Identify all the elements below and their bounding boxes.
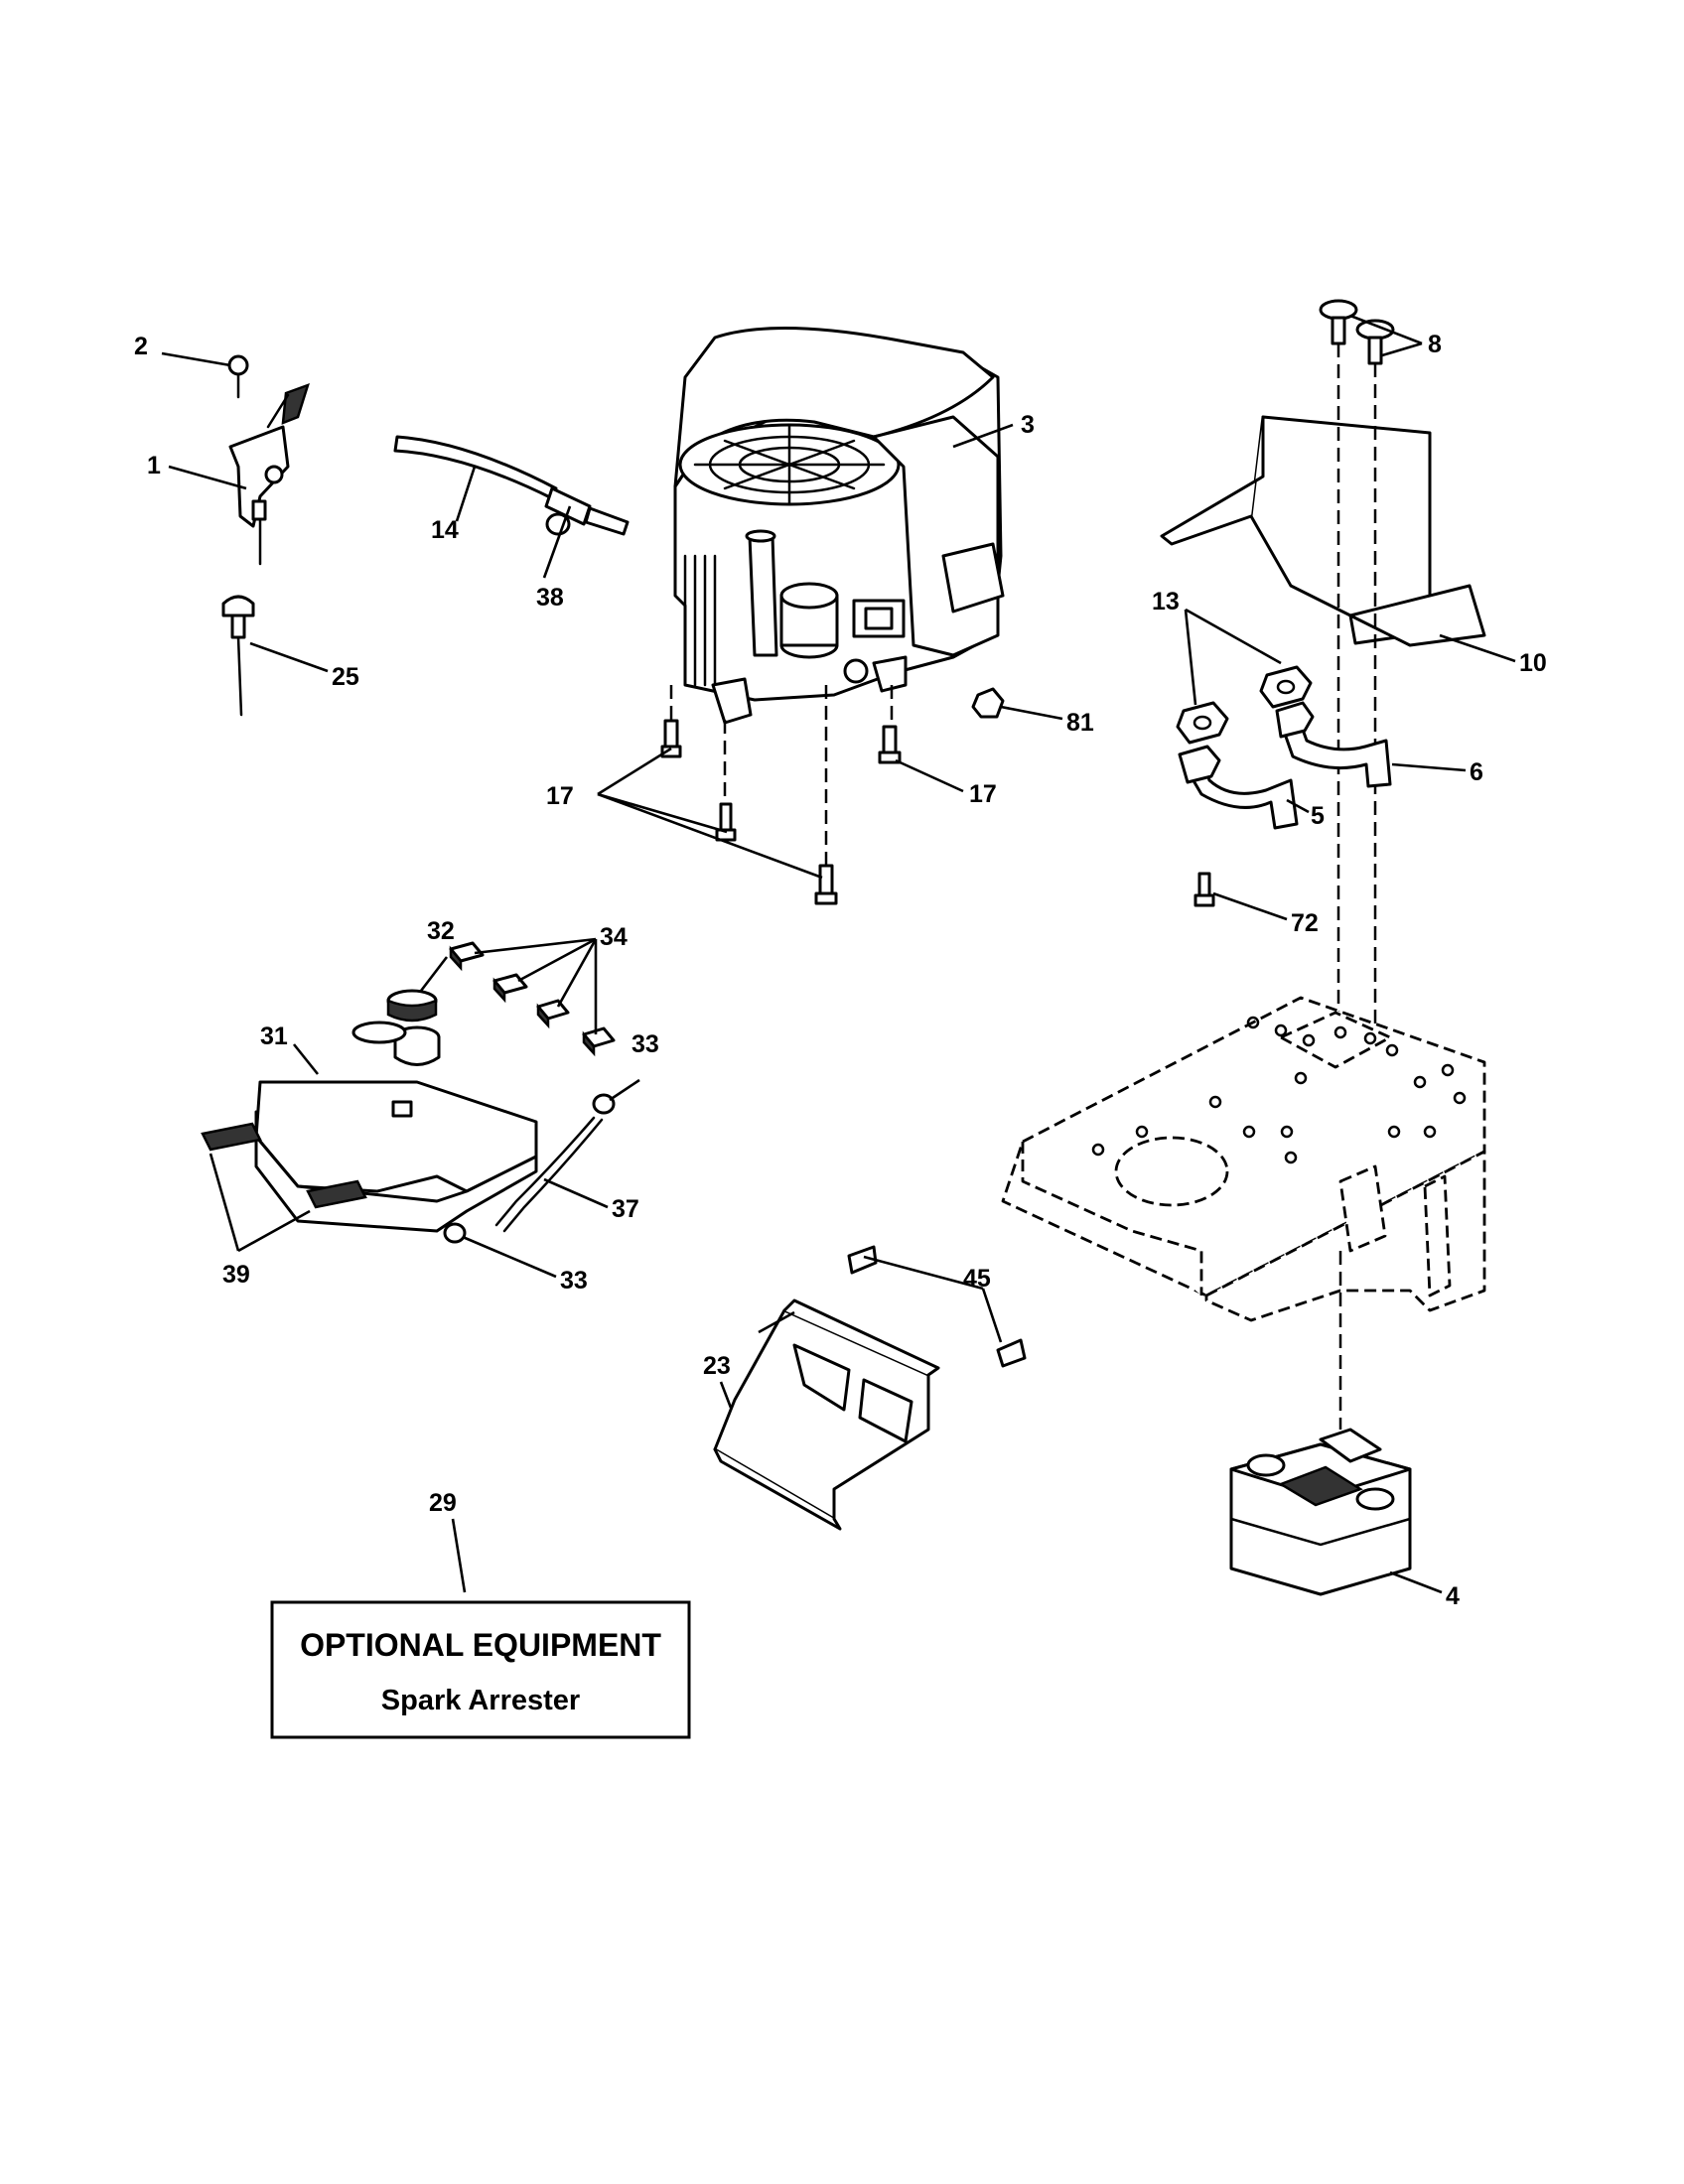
callout-6: 6	[1470, 758, 1483, 786]
callout-38: 38	[536, 584, 564, 612]
heat-plate	[713, 1298, 940, 1531]
callout-17-left: 17	[546, 782, 574, 810]
spark-arrester-body	[254, 1021, 538, 1233]
fuel-line	[393, 435, 630, 536]
callout-labels: 2 1 25 14 38 3 8 10 13 6 5 72 81 17 17 3…	[134, 331, 1547, 1610]
callout-25: 25	[332, 663, 359, 691]
callout-37: 37	[612, 1195, 639, 1223]
callout-31: 31	[260, 1023, 288, 1050]
frame	[1001, 996, 1486, 1322]
callout-81: 81	[1066, 709, 1094, 737]
muffler	[1229, 1428, 1412, 1596]
callout-72: 72	[1291, 909, 1319, 937]
pads	[201, 1122, 367, 1209]
callout-34: 34	[600, 923, 628, 951]
throttle-control	[227, 354, 310, 566]
plate-bolts	[847, 1245, 1027, 1368]
engine-mount-lines	[669, 685, 894, 874]
callout-33-top: 33	[632, 1030, 659, 1058]
callout-45: 45	[963, 1265, 991, 1293]
callout-14: 14	[431, 516, 459, 544]
cap	[386, 989, 438, 1023]
shield-bolts	[1319, 299, 1395, 365]
optional-equipment-box: OPTIONAL EQUIPMENT Spark Arrester	[270, 1600, 691, 1739]
callout-13: 13	[1152, 588, 1180, 615]
callout-5: 5	[1311, 802, 1325, 830]
clamps-hose	[443, 1093, 616, 1244]
callout-29: 29	[429, 1489, 457, 1517]
exhaust-bolt	[1193, 872, 1215, 907]
engine-bolts	[660, 719, 902, 905]
exhaust-pipes	[1178, 701, 1392, 830]
callout-3: 3	[1021, 411, 1035, 439]
optional-equipment-title: OPTIONAL EQUIPMENT	[300, 1627, 661, 1663]
screens	[449, 941, 616, 1057]
gaskets	[1176, 665, 1313, 745]
callout-8: 8	[1428, 331, 1442, 358]
choke-control	[221, 595, 255, 717]
callout-4: 4	[1446, 1582, 1460, 1610]
callout-10: 10	[1519, 649, 1547, 677]
callout-1: 1	[147, 452, 161, 479]
callout-33-bottom: 33	[560, 1267, 588, 1295]
callout-23: 23	[703, 1352, 731, 1380]
heat-shield	[1160, 415, 1486, 647]
nut	[971, 687, 1005, 719]
callout-2: 2	[134, 333, 148, 360]
callout-39: 39	[222, 1261, 250, 1289]
callout-17-right: 17	[969, 780, 997, 808]
engine	[673, 327, 1005, 725]
leader-lines	[161, 314, 1516, 1594]
callout-32: 32	[427, 917, 455, 945]
optional-equipment-subtitle: Spark Arrester	[381, 1685, 580, 1716]
